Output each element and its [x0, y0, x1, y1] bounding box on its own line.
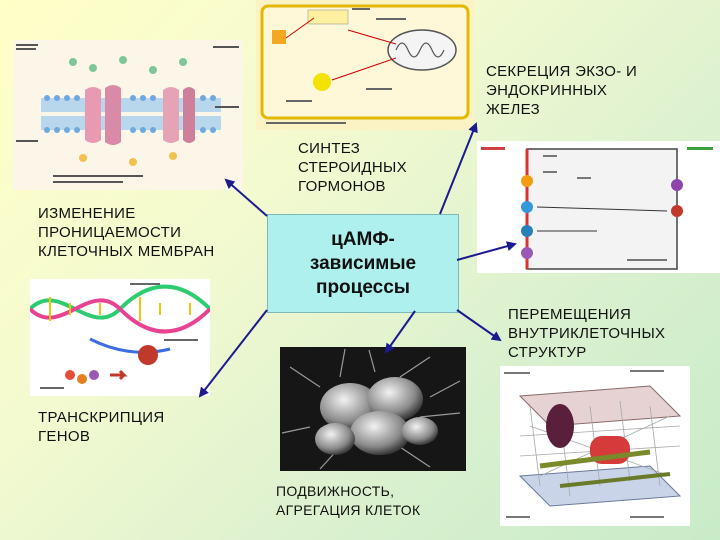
secretion-illustration [477, 141, 720, 273]
membrane-diagram [13, 40, 243, 190]
label-transcription: ТРАНСКРИПЦИЯ ГЕНОВ [38, 409, 165, 445]
cytoskeleton-diagram [500, 366, 690, 526]
arrow-to-membrane [224, 178, 268, 217]
label-steroid: СИНТЕЗ СТЕРОИДНЫХ ГОРМОНОВ [298, 140, 407, 195]
arrow-to-steroid [439, 122, 478, 215]
cytoskeleton-illustration [500, 366, 690, 526]
label-membrane: ИЗМЕНЕНИЕ ПРОНИЦАЕМОСТИ КЛЕТОЧНЫХ МЕМБРА… [38, 205, 215, 260]
steroid-illustration [256, 0, 474, 130]
dna-diagram [30, 279, 210, 396]
platelet-photo [280, 347, 466, 471]
membrane-illustration [13, 40, 243, 190]
center-text: цАМФ- зависимые процессы [309, 228, 417, 298]
label-motility: ПОДВИЖНОСТЬ, АГРЕГАЦИЯ КЛЕТОК [276, 483, 421, 518]
arrow-to-transcription [198, 309, 268, 398]
dna-illustration [30, 279, 210, 396]
arrow-to-secretion [456, 241, 517, 261]
platelet-illustration [280, 347, 466, 471]
center-box: цАМФ- зависимые процессы [267, 214, 459, 313]
arrow-to-transport [456, 309, 502, 342]
label-transport: ПЕРЕМЕЩЕНИЯ ВНУТРИКЛЕТОЧНЫХ СТРУКТУР [508, 306, 666, 361]
arrow-to-motility [384, 310, 416, 354]
secretion-diagram [477, 141, 720, 273]
steroid-diagram [256, 0, 474, 130]
label-secretion: СЕКРЕЦИЯ ЭКЗО- И ЭНДОКРИННЫХ ЖЕЛЕЗ [486, 63, 638, 118]
